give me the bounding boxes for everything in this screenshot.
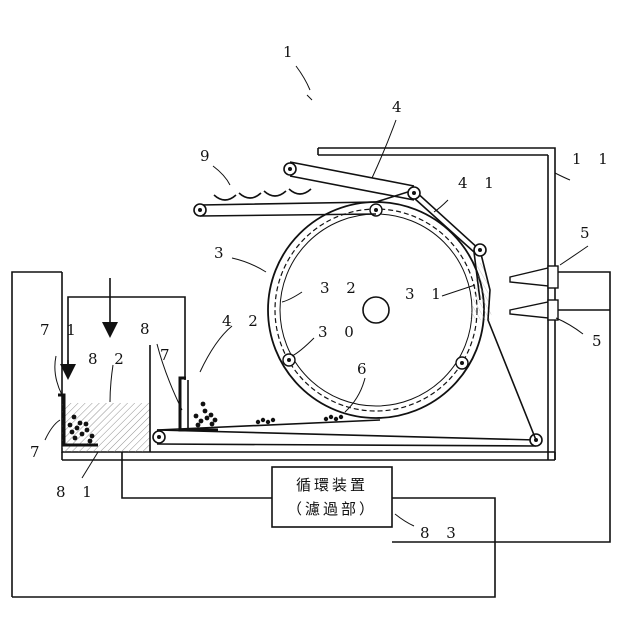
circulation-device-text: 循環装置 （濾過部） (287, 476, 377, 518)
label-5-top: 5 (580, 224, 596, 242)
label-4: 4 (392, 98, 408, 116)
label-83: 8 3 (420, 524, 462, 542)
items-9 (214, 189, 311, 200)
label-11: 1 1 (572, 150, 614, 168)
label-32: 3 2 (320, 279, 362, 297)
label-1: 1 (283, 43, 299, 61)
label-71: 7 1 (40, 321, 82, 339)
label-9: 9 (200, 147, 216, 165)
label-41: 4 1 (458, 174, 500, 192)
label-3: 3 (214, 244, 230, 262)
label-81: 8 1 (56, 483, 98, 501)
label-82: 8 2 (88, 350, 130, 368)
drum (268, 202, 484, 418)
label-7-right: 7 (160, 346, 176, 364)
nozzles (510, 266, 610, 320)
box-title: 循環装置 (296, 476, 368, 494)
label-6: 6 (357, 360, 373, 378)
label-5-bottom: 5 (592, 332, 608, 350)
label-42: 4 2 (222, 312, 264, 330)
label-30: 3 0 (318, 323, 360, 341)
label-31: 3 1 (405, 285, 447, 303)
label-7-left: 7 (30, 443, 46, 461)
box-subtitle: （濾過部） (287, 500, 377, 518)
label-8: 8 (140, 320, 156, 338)
